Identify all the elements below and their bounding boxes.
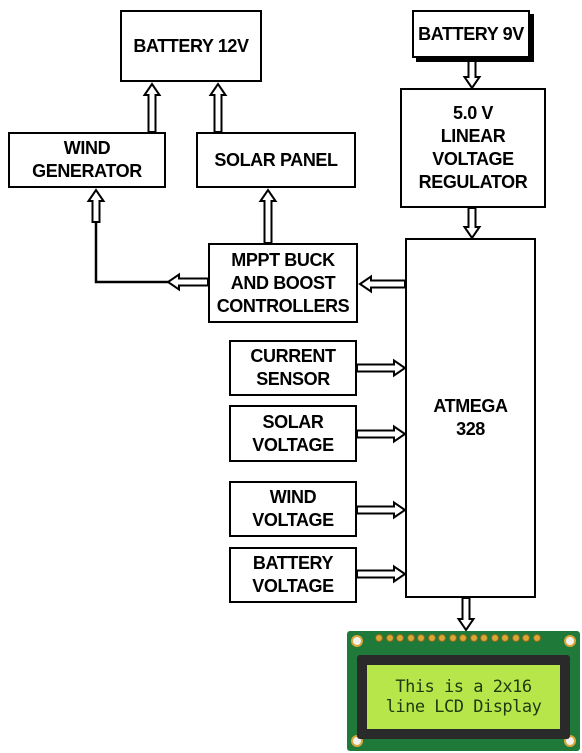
- lcd-pin: [501, 634, 509, 642]
- mppt-to-solar-arrow: [261, 190, 276, 243]
- battery-9v-to-regulator-arrow: [465, 60, 480, 88]
- mppt-label-2: AND BOOST: [231, 272, 335, 295]
- lcd-bezel: This is a 2x16 line LCD Display: [357, 655, 570, 739]
- wind-voltage-block: WIND VOLTAGE: [229, 481, 357, 537]
- lcd-pin: [417, 634, 425, 642]
- lcd-pin: [533, 634, 541, 642]
- battery-voltage-label-2: VOLTAGE: [252, 575, 334, 598]
- lcd-pin: [386, 634, 394, 642]
- regulator-label-2: LINEAR: [441, 125, 506, 148]
- lcd-pin: [407, 634, 415, 642]
- mppt-controller-block: MPPT BUCK AND BOOST CONTROLLERS: [208, 243, 358, 323]
- battery-voltage-arrow: [357, 567, 405, 582]
- lcd-pin: [470, 634, 478, 642]
- wind-generator-label-1: WIND: [64, 137, 110, 160]
- battery-voltage-block: BATTERY VOLTAGE: [229, 547, 357, 603]
- solar-panel-label: SOLAR PANEL: [214, 149, 337, 172]
- lcd-line-1: This is a 2x16: [395, 677, 531, 697]
- lcd-pin: [459, 634, 467, 642]
- voltage-regulator-block: 5.0 V LINEAR VOLTAGE REGULATOR: [400, 88, 546, 208]
- atmega-label-1: ATMEGA: [433, 395, 507, 418]
- lcd-pin: [396, 634, 404, 642]
- wind-generator-label-2: GENERATOR: [32, 160, 142, 183]
- solar-voltage-arrow: [357, 427, 405, 442]
- mppt-to-wind-arrow: [89, 190, 104, 222]
- lcd-line-2: line LCD Display: [386, 697, 542, 717]
- atmega-to-mppt-arrow: [360, 277, 405, 292]
- battery-12v-block: BATTERY 12V: [120, 10, 262, 82]
- solar-voltage-label-2: VOLTAGE: [252, 434, 334, 457]
- atmega-to-lcd-arrow: [459, 598, 474, 630]
- current-sensor-arrow: [357, 361, 405, 376]
- battery-9v-block: BATTERY 9V: [412, 10, 530, 58]
- regulator-to-atmega-arrow: [465, 208, 480, 238]
- atmega-328-block: ATMEGA 328: [405, 238, 536, 598]
- solar-to-battery-12v-arrow: [211, 84, 226, 132]
- mppt-label-3: CONTROLLERS: [217, 295, 350, 318]
- lcd-display-module: This is a 2x16 line LCD Display: [347, 631, 580, 751]
- regulator-label-4: REGULATOR: [419, 171, 528, 194]
- solar-voltage-block: SOLAR VOLTAGE: [229, 405, 357, 462]
- mppt-wind-branch-arrow: [168, 275, 208, 290]
- lcd-pin: [428, 634, 436, 642]
- regulator-label-3: VOLTAGE: [432, 148, 514, 171]
- lcd-pin: [449, 634, 457, 642]
- current-sensor-label-1: CURRENT: [250, 345, 335, 368]
- battery-9v-label: BATTERY 9V: [418, 23, 524, 46]
- current-sensor-label-2: SENSOR: [256, 368, 330, 391]
- lcd-pin: [512, 634, 520, 642]
- wind-voltage-label-1: WIND: [270, 486, 316, 509]
- lcd-pin: [522, 634, 530, 642]
- lcd-pin: [375, 634, 383, 642]
- mounting-hole-icon: [351, 635, 363, 647]
- wind-generator-block: WIND GENERATOR: [8, 132, 166, 188]
- wind-voltage-label-2: VOLTAGE: [252, 509, 334, 532]
- wind-to-battery-12v-arrow: [145, 84, 160, 132]
- regulator-label-1: 5.0 V: [453, 102, 493, 125]
- lcd-pin: [438, 634, 446, 642]
- lcd-screen: This is a 2x16 line LCD Display: [367, 665, 560, 729]
- mounting-hole-icon: [564, 635, 576, 647]
- solar-panel-block: SOLAR PANEL: [196, 132, 356, 188]
- atmega-label-2: 328: [456, 418, 485, 441]
- battery-voltage-label-1: BATTERY: [253, 552, 333, 575]
- solar-voltage-label-1: SOLAR: [262, 411, 323, 434]
- mppt-to-wind-wire: [96, 220, 170, 282]
- mppt-label-1: MPPT BUCK: [231, 249, 334, 272]
- battery-12v-label: BATTERY 12V: [133, 35, 248, 58]
- current-sensor-block: CURRENT SENSOR: [229, 340, 357, 396]
- lcd-pin: [491, 634, 499, 642]
- lcd-pin: [480, 634, 488, 642]
- wind-voltage-arrow: [357, 503, 405, 518]
